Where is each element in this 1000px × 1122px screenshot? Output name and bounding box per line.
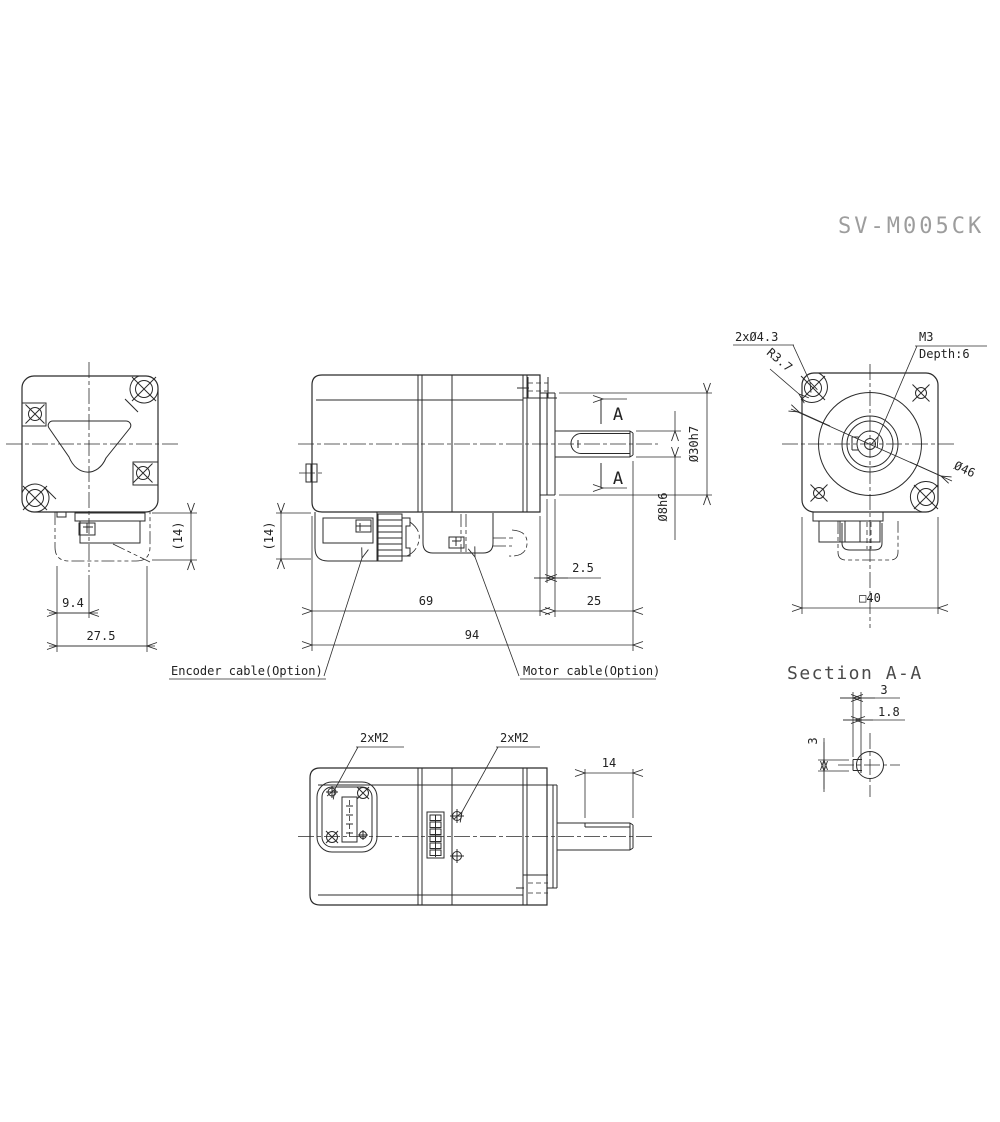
bottom-callouts: 2xM2 2xM2 14 <box>335 731 633 818</box>
m2-left-label: 2xM2 <box>360 731 389 745</box>
tap-depth-label: Depth:6 <box>919 347 970 361</box>
dim-pilot-dia: Ø30h7 <box>687 426 701 462</box>
side-dimensions: (14) 2.5 69 25 94 Ø30h7 Ø8h6 <box>262 393 712 651</box>
rear-hole-top-right <box>124 375 159 413</box>
rear-view: (14) 9.4 27.5 <box>6 362 197 652</box>
rear-connector <box>54 512 151 563</box>
dim-side-conn-height: (14) <box>262 522 276 551</box>
tap-label: M3 <box>919 330 933 344</box>
encoder-cable-label: Encoder cable(Option) <box>171 664 323 678</box>
section-centerlines <box>838 733 900 797</box>
bottom-view: 2xM2 2xM2 14 <box>298 731 652 906</box>
side-motor-connector <box>422 513 528 557</box>
dim-flat-length: 14 <box>602 756 616 770</box>
m2-center-label: 2xM2 <box>500 731 529 745</box>
side-view: A A Encoder cable(Option) <box>169 374 712 680</box>
dim-rear-conn-height: (14) <box>171 522 185 551</box>
dim-shaft-dia: Ø8h6 <box>656 493 670 522</box>
side-top-tab <box>517 377 557 399</box>
front-view: 2xØ4.3 R3.7 M3 Depth:6 Ø46 □40 <box>733 330 987 628</box>
front-callouts: 2xØ4.3 R3.7 M3 Depth:6 Ø46 □40 <box>733 330 987 614</box>
dim-boss-height: 2.5 <box>572 561 594 575</box>
corner-radius-label: R3.7 <box>764 345 795 374</box>
side-encoder-connector <box>314 512 420 562</box>
dim-total-length: 94 <box>465 628 479 642</box>
front-connector <box>812 511 899 561</box>
bolt-circle-label: Ø46 <box>952 458 978 480</box>
drawing-title: SV-M005CK <box>838 214 984 239</box>
section-letter-bottom: A <box>613 469 623 489</box>
cable-labels: Encoder cable(Option) Motor cable(Option… <box>169 557 660 680</box>
dim-body-length: 69 <box>419 594 433 608</box>
bottom-boss-shaft <box>547 784 634 889</box>
front-hole-bottom-left <box>810 484 828 502</box>
section-dimensions: 3 1.8 3 <box>806 683 905 792</box>
side-left-tab <box>299 463 324 483</box>
section-view: Section A-A 3 1.8 3 <box>787 663 923 797</box>
front-hole-top-right <box>912 384 930 402</box>
front-hole-bottom-right <box>910 481 939 513</box>
rear-hole-top-left <box>22 402 47 427</box>
section-cut-marks: A A <box>601 399 627 489</box>
bottom-dsub-connector <box>316 781 378 853</box>
rear-dimensions: (14) 9.4 27.5 <box>49 513 197 652</box>
rear-cam-cutout <box>47 420 132 473</box>
section-keyway <box>852 757 862 773</box>
section-letter-top: A <box>613 405 623 425</box>
dim-square-size: □40 <box>859 591 881 605</box>
dim-flat-width: 3 <box>880 683 887 697</box>
dim-flat-height: 3 <box>806 737 820 744</box>
dim-rear-conn-width: 27.5 <box>87 629 116 643</box>
dim-flat-depth: 1.8 <box>878 705 900 719</box>
section-title: Section A-A <box>787 663 923 684</box>
bottom-tab <box>516 874 548 894</box>
dim-rear-conn-offset: 9.4 <box>62 596 84 610</box>
dim-shaft-length: 25 <box>587 594 601 608</box>
side-body-outline <box>311 374 541 513</box>
rear-hole-bottom-right <box>132 461 158 486</box>
bottom-body-outline <box>309 767 548 906</box>
motor-cable-label: Motor cable(Option) <box>523 664 660 678</box>
dip-switch <box>426 811 445 859</box>
rear-hole-bottom-left <box>21 483 57 513</box>
flange-holes-label: 2xØ4.3 <box>735 330 778 344</box>
